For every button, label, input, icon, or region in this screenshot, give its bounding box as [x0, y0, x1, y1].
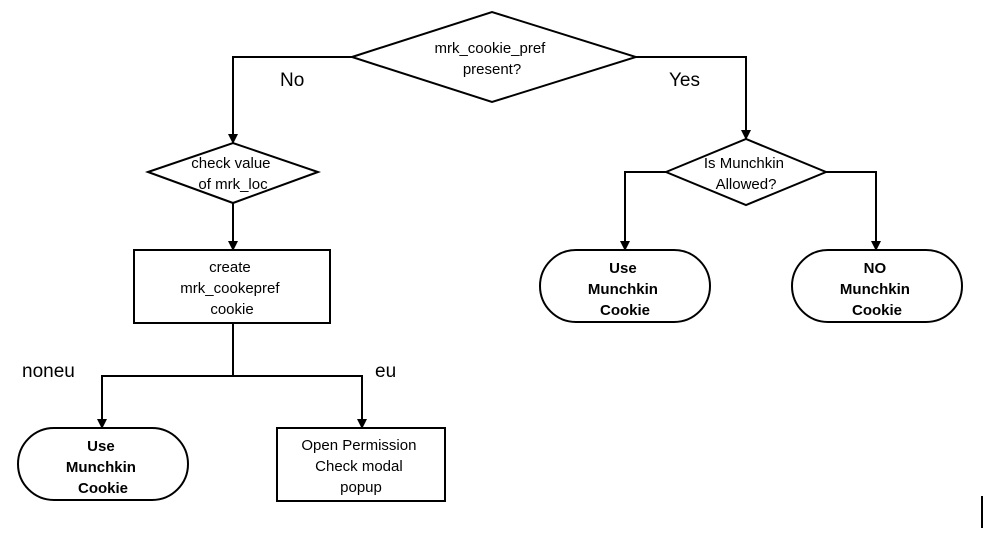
decision-cookie-pref-present: mrk_cookie_pref present?	[348, 10, 640, 104]
terminal-noneu-use-cookie: Use Munchkin Cookie	[17, 427, 189, 501]
svg-text:check value of mrk_loc: check value of mrk_loc	[191, 155, 274, 193]
svg-text:mrk_cookie_pref present?: mrk_cookie_pref present?	[434, 40, 549, 78]
decision-munchkin-allowed: Is Munchkin Allowed?	[663, 137, 829, 207]
svg-text:Open Permission Check mo: Open Permission Check modal popup	[301, 437, 420, 496]
decision-line: present?	[463, 61, 521, 78]
decision-check-mrk-loc: check value of mrk_loc	[144, 141, 322, 205]
connector-allowed-no	[826, 171, 881, 251]
connectors	[97, 56, 881, 429]
decision-line: mrk_cookie_pref	[434, 40, 546, 57]
decision-line: of mrk_loc	[198, 176, 268, 193]
process-create-cookie: create mrk_cookepref cookie	[133, 249, 331, 324]
connector-no-branch	[228, 56, 352, 144]
process-line: create	[209, 259, 251, 276]
terminal-line: Munchkin	[840, 281, 910, 298]
terminal-line: Use	[87, 438, 115, 455]
connector-allowed-yes	[620, 171, 666, 251]
process-line: popup	[340, 479, 382, 496]
terminal-line: Cookie	[600, 302, 650, 319]
decision-line: Allowed?	[716, 176, 777, 193]
terminal-line: Munchkin	[588, 281, 658, 298]
decision-line: Is Munchkin	[704, 155, 784, 172]
connector-eu-branch	[233, 375, 367, 429]
decision-line: check value	[191, 155, 270, 172]
terminal-line: Use	[609, 260, 637, 277]
process-line: cookie	[210, 301, 253, 318]
svg-text:Use Munchkin Cooki: Use Munchkin Cookie	[66, 438, 140, 497]
process-line: Open Permission	[301, 437, 416, 454]
terminal-line: NO	[864, 260, 887, 277]
terminal-line: Cookie	[78, 480, 128, 497]
edge-label-noneu: noneu	[22, 361, 75, 382]
edge-label-no: No	[280, 70, 304, 91]
process-line: mrk_cookepref	[180, 280, 280, 297]
terminal-line: Cookie	[852, 302, 902, 319]
edge-labels: No Yes noneu eu	[22, 70, 700, 382]
edge-label-yes: Yes	[669, 70, 700, 91]
process-eu-open-modal: Open Permission Check modal popup	[276, 427, 446, 502]
svg-text:NO Munchkin Cookie: NO Munchkin Cookie	[840, 260, 914, 319]
terminal-no-cookie: NO Munchkin Cookie	[791, 249, 963, 323]
process-line: Check modal	[315, 458, 403, 475]
svg-text:create mrk_cookepref: create mrk_cookepref cookie	[180, 259, 283, 318]
terminal-yes-use-cookie: Use Munchkin Cookie	[539, 249, 711, 323]
edge-label-eu: eu	[375, 361, 396, 382]
connector-noneu-branch	[97, 375, 233, 429]
terminal-line: Munchkin	[66, 459, 136, 476]
svg-text:Is Munchkin Allowed?: Is Munchkin Allowed?	[704, 155, 788, 193]
svg-text:Use Munchkin Cooki: Use Munchkin Cookie	[588, 260, 662, 319]
connector-yes-branch	[636, 56, 751, 140]
